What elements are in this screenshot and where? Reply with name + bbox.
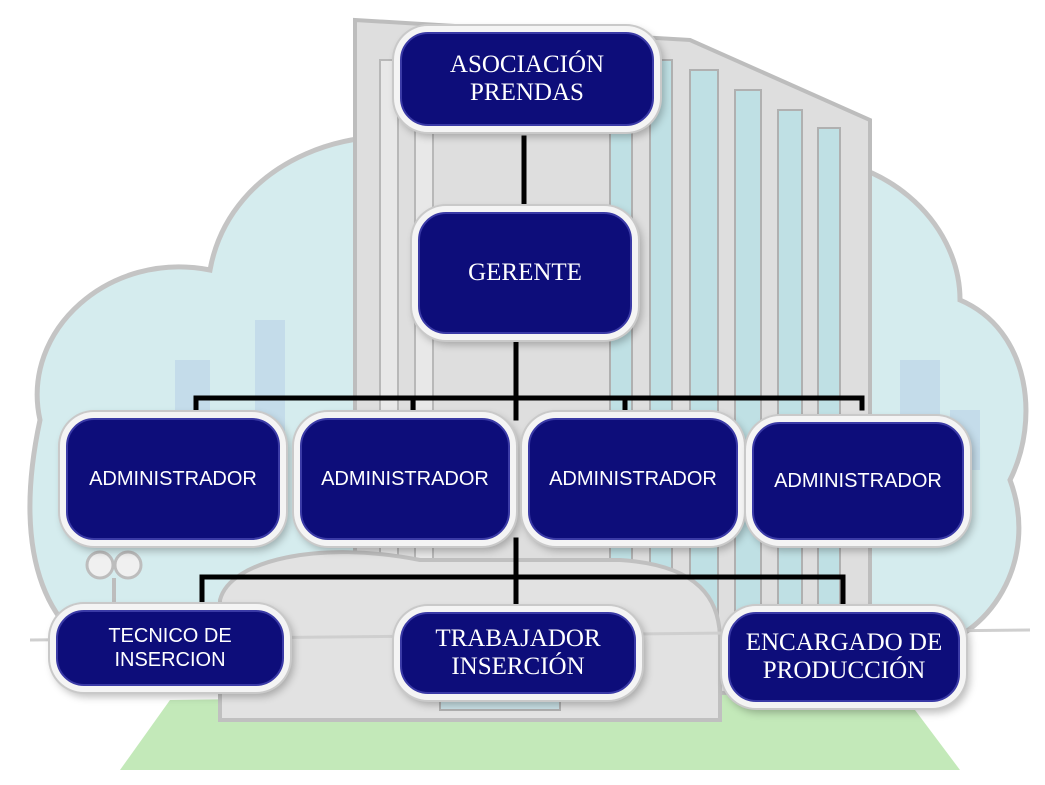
node-label: ADMINISTRADOR xyxy=(549,468,717,490)
node-administrador-3: ADMINISTRADOR xyxy=(528,418,738,540)
node-label: ADMINISTRADOR xyxy=(774,470,942,492)
window-band xyxy=(777,109,803,651)
node-label: ASOCIACIÓN PRENDAS xyxy=(449,51,605,106)
lamp-globe xyxy=(85,550,115,580)
node-label: TECNICO DE INSERCION xyxy=(108,625,232,671)
lamp-globe xyxy=(113,550,143,580)
window-band xyxy=(734,89,762,651)
node-label: ADMINISTRADOR xyxy=(89,468,257,490)
node-label: TRABAJADOR INSERCIÓN xyxy=(435,625,601,680)
node-label: ADMINISTRADOR xyxy=(321,468,489,490)
node-label: GERENTE xyxy=(468,259,582,286)
node-administrador-4: ADMINISTRADOR xyxy=(752,422,964,540)
node-tecnico-de-insercion: TECNICO DE INSERCION xyxy=(56,610,284,686)
node-asociacion-prendas: ASOCIACIÓN PRENDAS xyxy=(400,32,654,126)
node-trabajador-insercion: TRABAJADOR INSERCIÓN xyxy=(400,612,636,694)
node-administrador-2: ADMINISTRADOR xyxy=(300,418,510,540)
node-encargado-de-produccion: ENCARGADO DE PRODUCCIÓN xyxy=(728,612,960,702)
node-gerente: GERENTE xyxy=(418,212,632,334)
node-label: ENCARGADO DE PRODUCCIÓN xyxy=(745,629,943,684)
node-administrador-1: ADMINISTRADOR xyxy=(66,418,280,540)
